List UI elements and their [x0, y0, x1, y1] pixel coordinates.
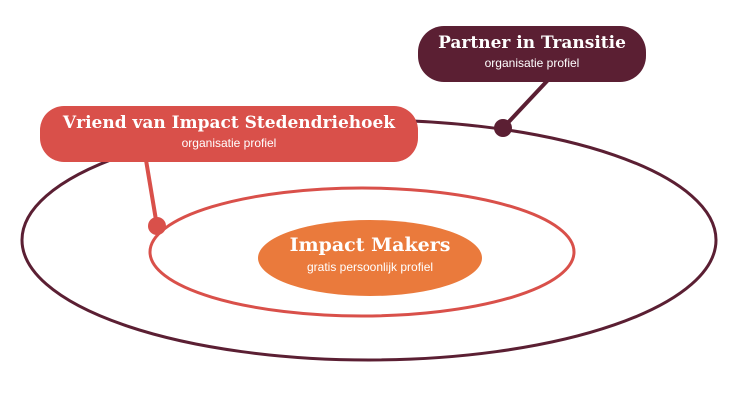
middle-ring	[148, 186, 576, 318]
makers-title: Impact Makers	[289, 234, 451, 256]
partner-connector-line	[501, 78, 550, 130]
partner-title: Partner in Transitie	[438, 33, 626, 53]
makers-label: Impact Makers gratis persoonlijk profiel	[258, 220, 482, 296]
partner-subtitle: organisatie profiel	[484, 55, 580, 70]
makers-subtitle: gratis persoonlijk profiel	[306, 259, 434, 274]
partner-label: Partner in Transitie organisatie profiel	[418, 26, 646, 82]
vriend-connector-line	[144, 159, 159, 227]
partner-connector-dot	[494, 119, 512, 137]
vriend-connector-dot	[148, 217, 166, 235]
vriend-label: Vriend van Impact Stedendriehoek organis…	[40, 106, 418, 162]
vriend-title: Vriend van Impact Stedendriehoek	[62, 113, 396, 133]
vriend-subtitle: organisatie profiel	[181, 135, 277, 150]
